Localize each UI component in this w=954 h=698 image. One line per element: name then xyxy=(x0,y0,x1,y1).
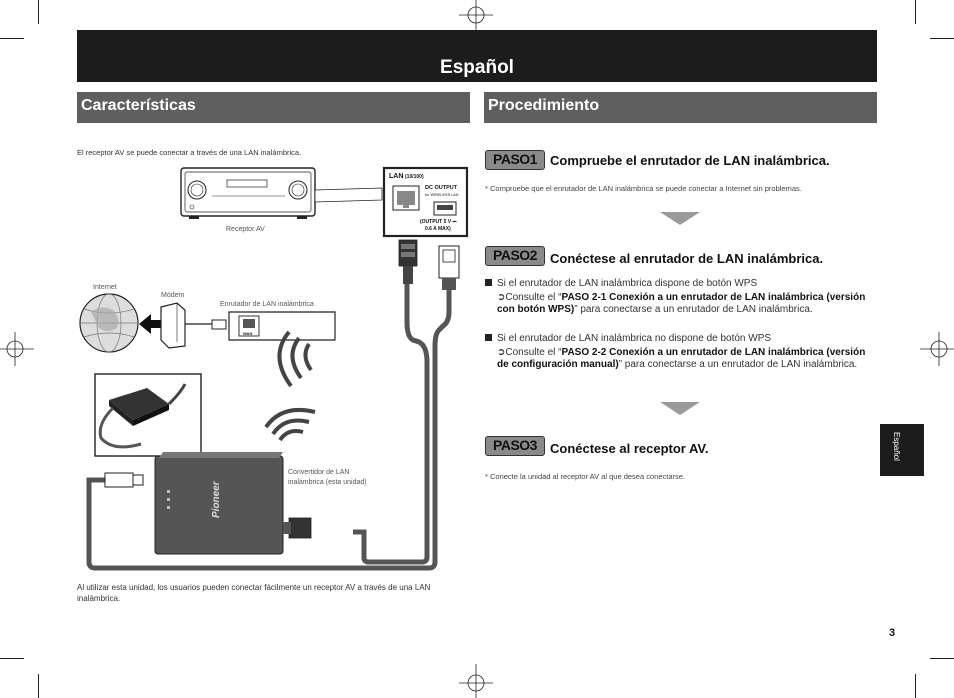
step-2-bullet-2-text: Si el enrutador de LAN inalámbrica no di… xyxy=(497,333,772,344)
registration-mark-icon xyxy=(459,0,493,34)
crop-mark xyxy=(930,38,954,39)
dc-output-sub-label: for WIRELESS LAN xyxy=(425,193,459,197)
ref-prefix: ➲Consulte el “ xyxy=(497,292,562,303)
features-heading: Características xyxy=(77,92,470,123)
features-footer: Al utilizar esta unidad, los usuarios pu… xyxy=(77,583,431,603)
down-arrow-icon xyxy=(660,212,700,225)
crop-mark xyxy=(930,658,954,659)
lan-speed-label: (10/100) xyxy=(405,174,424,180)
ref-prefix: ➲Consulte el “ xyxy=(497,347,562,358)
ref-suffix: ” para conectarse a un enrutador de LAN … xyxy=(574,304,813,315)
ref-bold: PASO 2-2 Conexión a un enrutador de LAN … xyxy=(497,347,866,370)
step-1-note: * Compruebe que el enrutador de LAN inal… xyxy=(485,184,802,193)
output-spec-line-1: (OUTPUT 5 V ⎓ xyxy=(420,219,457,225)
crop-mark xyxy=(915,0,916,24)
arrow-icon xyxy=(139,314,161,334)
connection-diagram: LAN (10/100) DC OUTPUT for WIRELESS LAN … xyxy=(79,166,469,571)
page-number: 3 xyxy=(889,627,896,639)
converter-inset-icon xyxy=(98,383,187,449)
registration-mark-icon xyxy=(0,332,34,366)
ref-suffix: ” para conectarse a un enrutador de LAN … xyxy=(618,359,858,370)
output-spec-line-2: 0.6 A MAX) xyxy=(425,226,451,232)
wifi-signal-icon xyxy=(277,330,313,388)
wireless-converter-unit-icon: Pioneer xyxy=(154,452,284,555)
wifi-signal-icon xyxy=(264,407,316,442)
internet-label: Internet xyxy=(93,284,117,291)
crop-mark xyxy=(915,674,916,698)
crop-mark xyxy=(38,0,39,24)
wan-label: WAN xyxy=(243,331,252,336)
registration-mark-icon xyxy=(459,664,493,698)
bullet-square-icon xyxy=(485,279,492,286)
router-icon: WAN xyxy=(228,311,336,341)
modem-icon xyxy=(160,302,186,349)
lan-label: LAN xyxy=(389,173,403,180)
step-2-ref-2: ➲Consulte el “PASO 2-2 Conexión a un enr… xyxy=(497,347,877,371)
features-intro: El receptor AV se puede conectar a travé… xyxy=(77,148,302,157)
bullet-square-icon xyxy=(485,334,492,341)
crop-mark xyxy=(0,658,24,659)
ref-bold: PASO 2-1 Conexión a un enrutador de LAN … xyxy=(497,292,866,315)
step-3-note: * Conecte la unidad al receptor AV al qu… xyxy=(485,472,685,481)
internet-globe-icon xyxy=(79,293,139,353)
step-2-bullet-2: Si el enrutador de LAN inalámbrica no di… xyxy=(485,333,771,344)
step-1-title: Compruebe el enrutador de LAN inalámbric… xyxy=(550,153,830,168)
step-2-title: Conéctese al enrutador de LAN inalámbric… xyxy=(550,251,824,266)
av-receiver-icon xyxy=(180,167,316,219)
brand-logo: Pioneer xyxy=(211,480,222,518)
down-arrow-icon xyxy=(660,402,700,415)
language-side-tab: Español xyxy=(880,424,924,476)
step-3-badge: PASO3 xyxy=(485,436,545,456)
step-2-badge: PASO2 xyxy=(485,246,545,266)
procedure-heading: Procedimiento xyxy=(484,92,877,123)
crop-mark xyxy=(38,674,39,698)
language-banner: Español xyxy=(77,30,877,82)
modem-label: Módem xyxy=(161,292,185,299)
converter-label-line-2: inalámbrica (esta unidad) xyxy=(288,479,367,486)
step-2-ref-1: ➲Consulte el “PASO 2-1 Conexión a un enr… xyxy=(497,292,877,316)
step-3-title: Conéctese al receptor AV. xyxy=(550,441,709,456)
step-2-bullet-1-text: Si el enrutador de LAN inalámbrica dispo… xyxy=(497,278,758,289)
side-tab-label: Español xyxy=(892,432,901,461)
crop-mark xyxy=(0,38,24,39)
step-2-bullet-1: Si el enrutador de LAN inalámbrica dispo… xyxy=(485,278,757,289)
registration-mark-icon xyxy=(920,332,954,366)
converter-label-line-1: Convertidor de LAN xyxy=(288,469,350,476)
dc-output-label: DC OUTPUT xyxy=(425,185,458,191)
step-1-badge: PASO1 xyxy=(485,150,545,170)
receiver-label: Receptor AV xyxy=(226,226,265,233)
banner-title: Español xyxy=(440,57,514,78)
router-label: Enrutador de LAN inalámbrica xyxy=(220,301,314,308)
